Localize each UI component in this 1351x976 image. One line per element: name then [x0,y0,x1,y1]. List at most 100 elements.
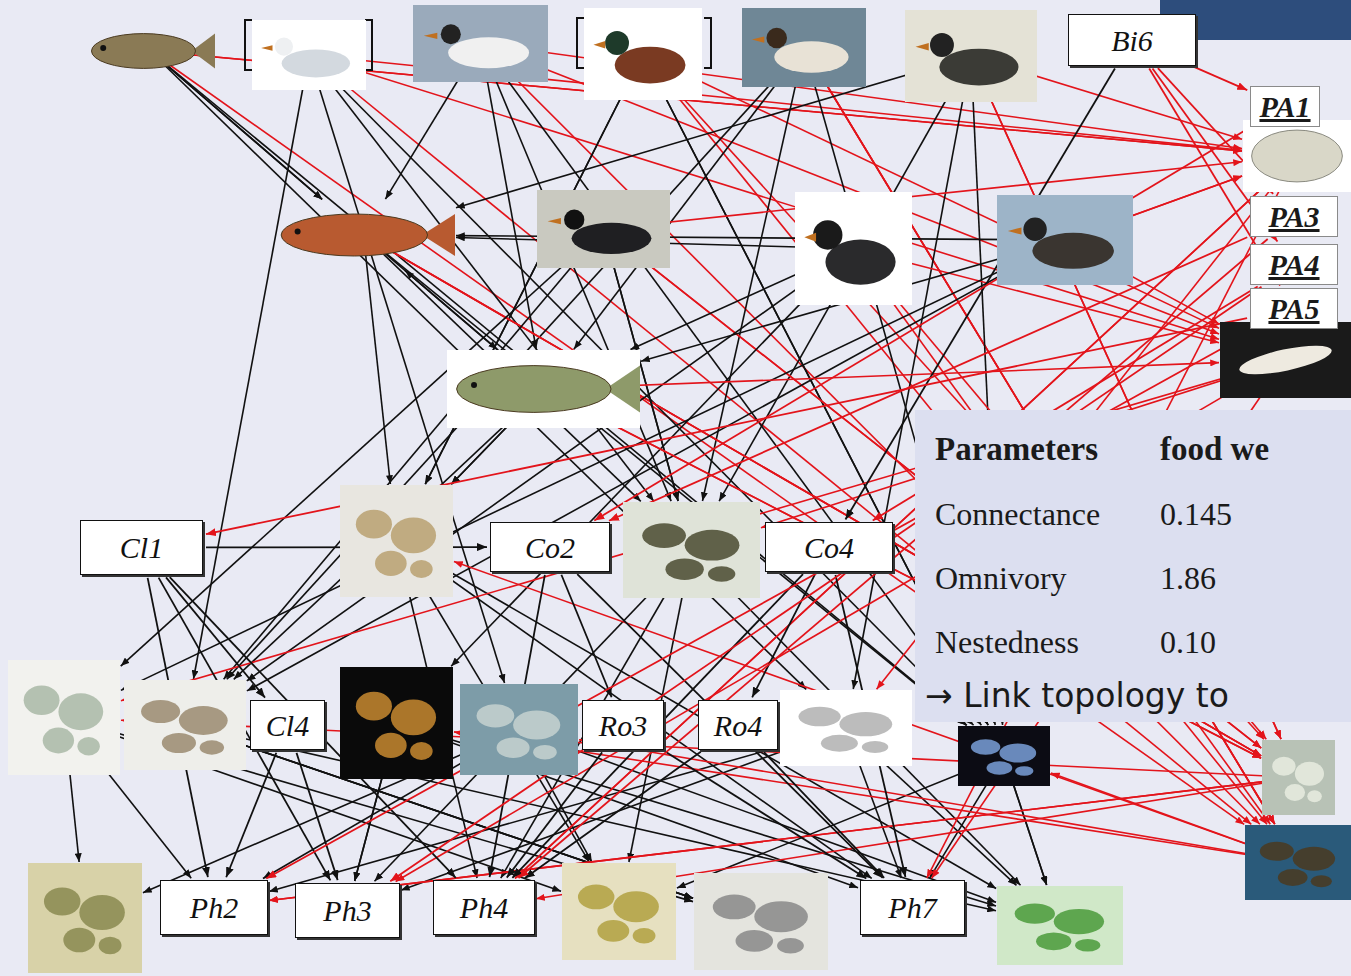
plankton-cell [633,928,656,944]
plankton-cell [477,704,515,727]
bird-body [615,47,686,84]
taxon-label: Ro3 [599,709,647,742]
fish-eye [471,382,477,388]
species-picture [905,10,1037,102]
species-picture [997,195,1133,285]
feeding-arrow [297,753,338,880]
photo-ground [584,8,702,100]
species-picture [1220,322,1351,398]
taxon-box: Cl4 [250,700,325,750]
plankton-cell [1272,757,1295,776]
plankton-cell [375,551,407,576]
species-picture [537,190,670,268]
species-picture [28,863,142,973]
bird-body [1032,233,1114,269]
plankton-cell [200,740,224,754]
table-header: Parameters [935,430,1098,470]
taxon-label: Ph4 [460,891,508,924]
plankton-cell [798,707,840,726]
species-picture [623,502,760,598]
parasite-link [515,156,1297,878]
photo-ground [780,690,912,766]
feeding-link [227,48,804,680]
plankton-cell [1295,762,1324,786]
taxon-box: Ph4 [433,880,535,935]
taxon-label: Bi6 [1111,24,1153,57]
parasite-link [309,55,1219,339]
plankton-cell [1036,932,1071,950]
photo-ground [340,667,453,779]
fish-eye [100,45,106,51]
plankton-cell [999,743,1036,762]
species-picture [447,350,640,428]
photo-ground [905,10,1037,102]
feeding-link [150,51,967,725]
plankton-cell [497,738,530,758]
photo-ground [694,873,828,970]
bird-head [1023,218,1046,241]
bracket [577,18,584,68]
bird-beak [261,45,272,51]
species-picture [997,886,1123,965]
plankton-cell [1015,904,1055,924]
photo-ground [413,5,548,82]
bird-head [605,31,629,55]
parasite-box: PA4 [1250,244,1338,285]
feeding-arrow [665,752,866,879]
taxon-box: Co2 [490,522,610,572]
taxon-box: Co4 [765,522,893,572]
plankton-cell [63,928,95,953]
taxon-label: Ro4 [714,709,762,742]
species-picture [795,192,912,305]
species-picture [562,863,676,960]
feeding-link [150,51,806,689]
plankton-cell [533,745,557,760]
bird-body [939,49,1018,86]
fish-body [457,366,611,413]
photo-ground [1262,740,1335,815]
photo-ground [340,485,453,597]
feeding-link [309,55,974,725]
bird-body [774,41,848,73]
bird-body [572,223,652,254]
feeding-arrow [170,577,456,878]
plankton-cell [839,712,892,736]
taxon-label: PA1 [1259,90,1310,123]
plankton-cell [708,566,735,581]
species-picture [1243,120,1351,192]
bird-beak [593,41,605,48]
taxon-box: Cl1 [80,520,203,575]
bracket [245,20,252,70]
feeding-arrow [752,575,815,698]
parasite-arrow [1195,67,1248,90]
plankton-cell [391,699,436,735]
plankton-cell [410,560,433,578]
plankton-cell [987,761,1013,774]
feeding-link [374,550,691,881]
taxon-box: Ro4 [698,700,778,750]
taxon-label: Co2 [525,531,575,564]
bird-head [930,33,954,57]
bird-beak [1008,227,1022,234]
feeding-link [481,44,672,502]
photo-ground [1243,120,1351,192]
taxon-label: PA3 [1268,200,1319,233]
feeding-link [364,235,391,484]
bird-body [448,37,529,68]
taxon-label: Cl1 [120,531,163,564]
bird-head [275,38,293,56]
species-picture [958,726,1050,786]
species-picture [1245,825,1351,900]
taxon-box: Ro3 [582,700,664,750]
plankton-cell [356,510,392,539]
plankton-cell [642,523,686,548]
plankton-cell [43,728,74,754]
species-picture [340,667,453,779]
plankton-cell [410,742,433,760]
species-picture [281,214,455,256]
photo-ground [1245,825,1351,900]
photo-ground [28,863,142,973]
taxon-label: PA4 [1268,248,1319,281]
plankton-cell [613,891,659,922]
plankton-cell [162,733,196,753]
